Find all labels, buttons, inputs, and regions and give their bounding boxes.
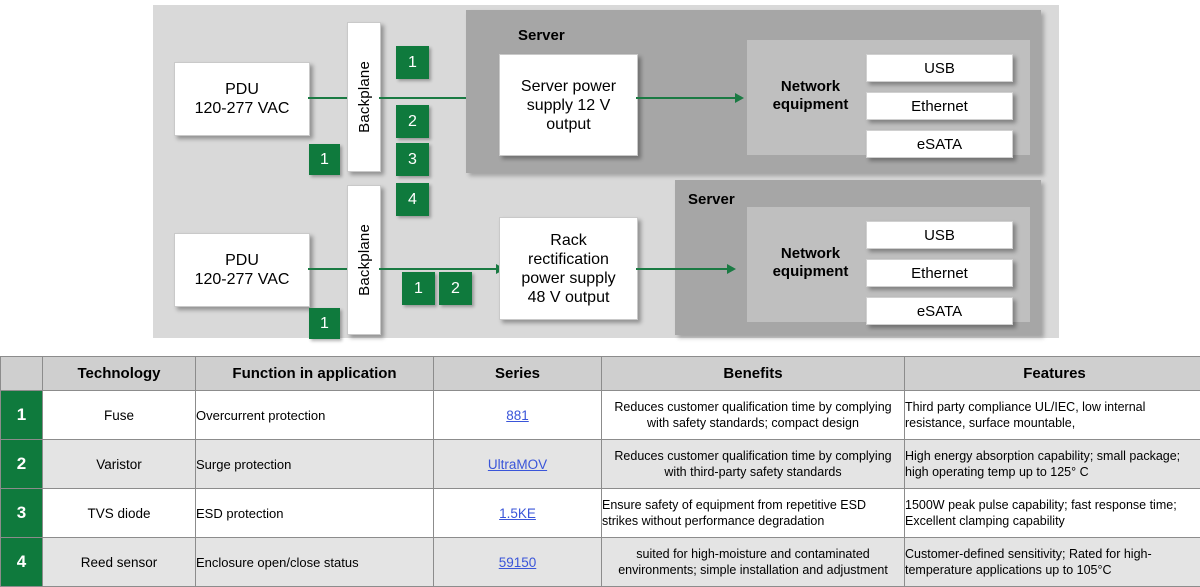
server-label-top: Server <box>518 27 565 44</box>
row-index-3: 3 <box>1 489 43 538</box>
port-ethernet-bottom: Ethernet <box>866 259 1013 287</box>
row-benefits-4: suited for high-moisture and contaminate… <box>602 538 905 587</box>
series-link-15ke[interactable]: 1.5KE <box>499 506 536 521</box>
row-features-1: Third party compliance UL/IEC, low inter… <box>905 391 1200 440</box>
row-function-4: Enclosure open/close status <box>196 538 434 587</box>
marker-top-stack-4: 4 <box>396 183 429 216</box>
marker-bottom-row-1: 1 <box>402 272 435 305</box>
pdu-box-bottom: PDU 120-277 VAC <box>174 233 310 307</box>
pdu-box-top: PDU 120-277 VAC <box>174 62 310 136</box>
header-technology: Technology <box>43 357 196 391</box>
row-features-4: Customer-defined sensitivity; Rated for … <box>905 538 1200 587</box>
marker-top-stack-2: 2 <box>396 105 429 138</box>
network-panel-top: Network equipment USB Ethernet eSATA <box>747 40 1030 155</box>
pdu-bottom-line2: 120-277 VAC <box>195 270 290 289</box>
row-series-2[interactable]: UltraMOV <box>434 440 602 489</box>
row-benefits-2: Reduces customer qualification time by c… <box>602 440 905 489</box>
marker-bottom-row-2: 2 <box>439 272 472 305</box>
psu-bottom-line1: Rack <box>521 231 615 250</box>
psu-box-top: Server power supply 12 V output <box>499 54 638 156</box>
connector-psu-network-top <box>636 97 737 99</box>
row-series-1[interactable]: 881 <box>434 391 602 440</box>
header-series: Series <box>434 357 602 391</box>
row-function-2: Surge protection <box>196 440 434 489</box>
port-usb-top: USB <box>866 54 1013 82</box>
pdu-top-line2: 120-277 VAC <box>195 99 290 118</box>
row-benefits-3: Ensure safety of equipment from repetiti… <box>602 489 905 538</box>
network-panel-bottom: Network equipment USB Ethernet eSATA <box>747 207 1030 322</box>
row-features-2: High energy absorption capability; small… <box>905 440 1200 489</box>
row-technology-3: TVS diode <box>43 489 196 538</box>
marker-top-left-1: 1 <box>309 144 340 175</box>
network-label-top-line1: Network <box>763 78 858 96</box>
row-technology-4: Reed sensor <box>43 538 196 587</box>
component-table: Technology Function in application Serie… <box>0 356 1200 587</box>
psu-bottom-line3: power supply <box>521 269 615 288</box>
row-features-3: 1500W peak pulse capability; fast respon… <box>905 489 1200 538</box>
architecture-diagram: PDU 120-277 VAC Backplane 1 1 2 3 4 Serv… <box>153 5 1059 338</box>
connector-psu-network-bottom <box>636 268 729 270</box>
psu-box-bottom: Rack rectification power supply 48 V out… <box>499 217 638 320</box>
table-row: 4 Reed sensor Enclosure open/close statu… <box>1 538 1200 587</box>
psu-top-line2: supply 12 V <box>521 96 616 115</box>
backplane-bottom-label: Backplane <box>356 224 373 296</box>
network-label-bottom: Network equipment <box>763 245 858 281</box>
arrow-psu-network-bottom <box>727 264 736 274</box>
server-panel-bottom: Server Network equipment USB Ethernet eS… <box>675 180 1041 335</box>
row-technology-2: Varistor <box>43 440 196 489</box>
backplane-top: Backplane <box>347 22 381 172</box>
row-technology-1: Fuse <box>43 391 196 440</box>
table-header-row: Technology Function in application Serie… <box>1 357 1200 391</box>
server-label-bottom: Server <box>688 191 735 208</box>
header-index <box>1 357 43 391</box>
row-function-3: ESD protection <box>196 489 434 538</box>
psu-bottom-line4: 48 V output <box>521 288 615 307</box>
header-function: Function in application <box>196 357 434 391</box>
series-link-ultramov[interactable]: UltraMOV <box>488 457 547 472</box>
header-features: Features <box>905 357 1200 391</box>
pdu-top-line1: PDU <box>195 80 290 99</box>
psu-top-line3: output <box>521 115 616 134</box>
marker-bottom-left-1: 1 <box>309 308 340 339</box>
arrow-psu-network-top <box>735 93 744 103</box>
pdu-bottom-line1: PDU <box>195 251 290 270</box>
backplane-bottom: Backplane <box>347 185 381 335</box>
series-link-881[interactable]: 881 <box>506 408 529 423</box>
row-index-1: 1 <box>1 391 43 440</box>
port-ethernet-top: Ethernet <box>866 92 1013 120</box>
backplane-top-label: Backplane <box>356 61 373 133</box>
row-index-2: 2 <box>1 440 43 489</box>
network-label-bottom-line1: Network <box>763 245 858 263</box>
header-benefits: Benefits <box>602 357 905 391</box>
connector-backplane-psu-bottom <box>379 268 498 270</box>
port-esata-bottom: eSATA <box>866 297 1013 325</box>
marker-top-stack-1: 1 <box>396 46 429 79</box>
server-panel-top: Server Server power supply 12 V output N… <box>466 10 1041 173</box>
psu-top-line1: Server power <box>521 77 616 96</box>
network-label-bottom-line2: equipment <box>763 263 858 281</box>
table-row: 1 Fuse Overcurrent protection 881 Reduce… <box>1 391 1200 440</box>
table-row: 3 TVS diode ESD protection 1.5KE Ensure … <box>1 489 1200 538</box>
network-label-top-line2: equipment <box>763 96 858 114</box>
table-row: 2 Varistor Surge protection UltraMOV Red… <box>1 440 1200 489</box>
port-usb-bottom: USB <box>866 221 1013 249</box>
row-benefits-1: Reduces customer qualification time by c… <box>602 391 905 440</box>
row-index-4: 4 <box>1 538 43 587</box>
row-series-3[interactable]: 1.5KE <box>434 489 602 538</box>
series-link-59150[interactable]: 59150 <box>499 555 537 570</box>
psu-bottom-line2: rectification <box>521 250 615 269</box>
network-label-top: Network equipment <box>763 78 858 114</box>
port-esata-top: eSATA <box>866 130 1013 158</box>
marker-top-stack-3: 3 <box>396 143 429 176</box>
row-function-1: Overcurrent protection <box>196 391 434 440</box>
row-series-4[interactable]: 59150 <box>434 538 602 587</box>
